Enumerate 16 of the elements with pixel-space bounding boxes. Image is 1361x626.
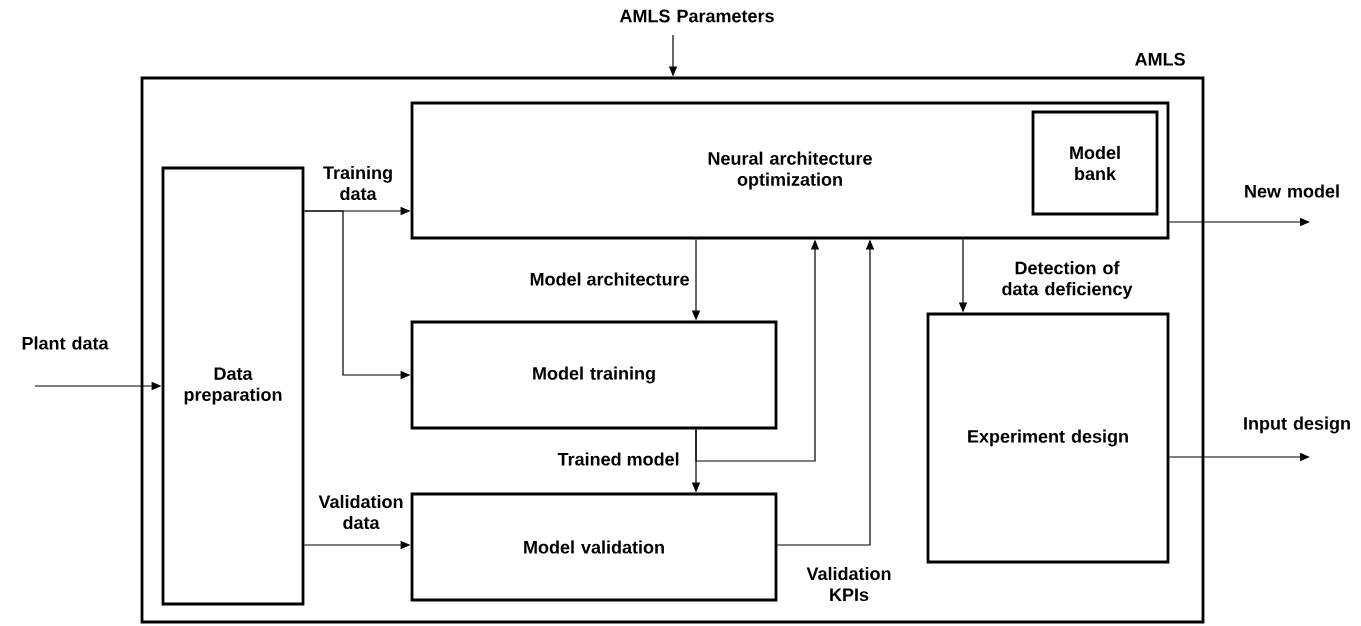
edge-label: Training data	[323, 165, 392, 201]
edge-label: New model	[1245, 184, 1339, 198]
edge-label: Trained model	[557, 452, 679, 466]
process-box: Model training	[410, 320, 778, 430]
edge-label: AMLS Parameters	[619, 9, 774, 23]
process-box: Model validation	[410, 492, 778, 602]
process-box: Data preparation	[161, 166, 305, 606]
edge-label: Detection of data deficiency	[1002, 261, 1133, 299]
edge-label: Input design	[1244, 416, 1350, 434]
edge-label: Plant data	[22, 336, 109, 350]
node-label: AMLS	[1135, 52, 1185, 66]
process-box: Experiment design	[926, 312, 1170, 564]
inner-box: Model bank	[1031, 110, 1159, 216]
edge-label: Validation KPIs	[806, 566, 891, 602]
edge-label: Validation data	[318, 494, 403, 530]
edge-label: Model architecture	[530, 272, 689, 286]
